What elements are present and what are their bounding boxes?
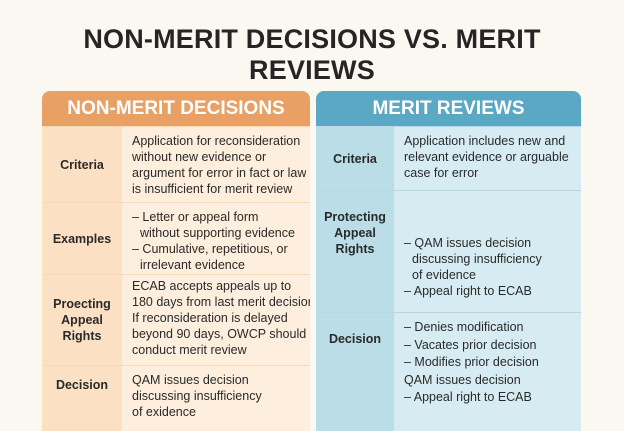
merit-criteria-row: Criteria Application includes new and re…: [316, 126, 581, 190]
text-line: without new evidence or: [132, 150, 267, 164]
row-label: Decision: [316, 313, 394, 431]
bullet-line: – Letter or appeal form: [132, 210, 259, 224]
merit-appeal-row: Protecting Appeal Rights – QAM issues de…: [316, 190, 581, 312]
non-merit-decision-row: Decision QAM issues decision discussing …: [42, 365, 310, 431]
merit-header: MERIT REVIEWS: [316, 91, 581, 126]
row-content: Application includes new and relevant ev…: [394, 127, 569, 190]
text-line: of exidence: [132, 405, 196, 419]
text-line: discussing insufficiency: [132, 389, 262, 403]
row-content: Application for reconsideration without …: [122, 127, 306, 202]
bullet-line: – Appeal right to ECAB: [404, 390, 532, 404]
text-line: relevant evidence or arguable: [404, 150, 569, 164]
row-content: – Denies modification – Vacates prior de…: [394, 313, 539, 431]
text-line: irrelevant evidence: [140, 258, 245, 272]
row-label: Decision: [42, 366, 122, 431]
text-line: beyond 90 days, OWCP should: [132, 327, 307, 341]
merit-panel: MERIT REVIEWS Criteria Application inclu…: [316, 91, 581, 431]
text-line: ECAB accepts appeals up to: [132, 279, 292, 293]
row-content: ECAB accepts appeals up to 180 days from…: [122, 275, 310, 365]
non-merit-header: NON-MERIT DECISIONS: [42, 91, 310, 126]
text-line: QAM issues decision: [132, 373, 249, 387]
row-content: – QAM issues decision discussing insuffi…: [394, 191, 542, 312]
bullet-line: – Denies modification: [404, 320, 524, 334]
non-merit-examples-row: Examples – Letter or appeal form without…: [42, 202, 310, 274]
row-content: – Letter or appeal form without supporti…: [122, 203, 295, 274]
text-line: Application includes new and: [404, 134, 566, 148]
row-label: Criteria: [42, 127, 122, 202]
title-line-2: REVIEWS: [249, 55, 375, 85]
bullet-line: – Vacates prior decision: [404, 337, 537, 352]
row-label: Proecting Appeal Rights: [42, 275, 122, 365]
bullet-line: – Cumulative, repetitious, or: [132, 242, 288, 256]
title-line-1: NON-MERIT DECISIONS VS. MERIT: [83, 24, 541, 54]
bullet-line: – QAM issues decision: [404, 236, 532, 250]
non-merit-panel: NON-MERIT DECISIONS Criteria Application…: [42, 91, 310, 431]
text-line: without supporting evidence: [140, 226, 295, 240]
bullet-line: – Appeal right to ECAB: [404, 284, 532, 298]
non-merit-appeal-row: Proecting Appeal Rights ECAB accepts app…: [42, 274, 310, 365]
text-line: 180 days from last merit decision: [132, 295, 310, 309]
text-line: case for error: [404, 166, 479, 180]
text-line: argument for error in fact or law: [132, 166, 307, 180]
text-line: of evidence: [412, 268, 476, 282]
merit-decision-row: Decision – Denies modification – Vacates…: [316, 312, 581, 431]
text-line: If reconsideration is delayed: [132, 311, 288, 325]
row-label: Protecting Appeal Rights: [316, 191, 394, 312]
text-line: is insufficient for merit review: [132, 182, 293, 196]
row-label: Examples: [42, 203, 122, 274]
text-line: conduct merit review: [132, 343, 247, 357]
text-line: discussing insufficiency: [412, 252, 542, 266]
row-label: Criteria: [316, 127, 394, 190]
row-content: QAM issues decision discussing insuffici…: [122, 366, 262, 431]
text-line: Application for reconsideration: [132, 134, 301, 148]
text-line: QAM issues decision: [404, 372, 521, 387]
non-merit-criteria-row: Criteria Application for reconsideration…: [42, 126, 310, 202]
bullet-line: – Modifies prior decision: [404, 355, 539, 369]
